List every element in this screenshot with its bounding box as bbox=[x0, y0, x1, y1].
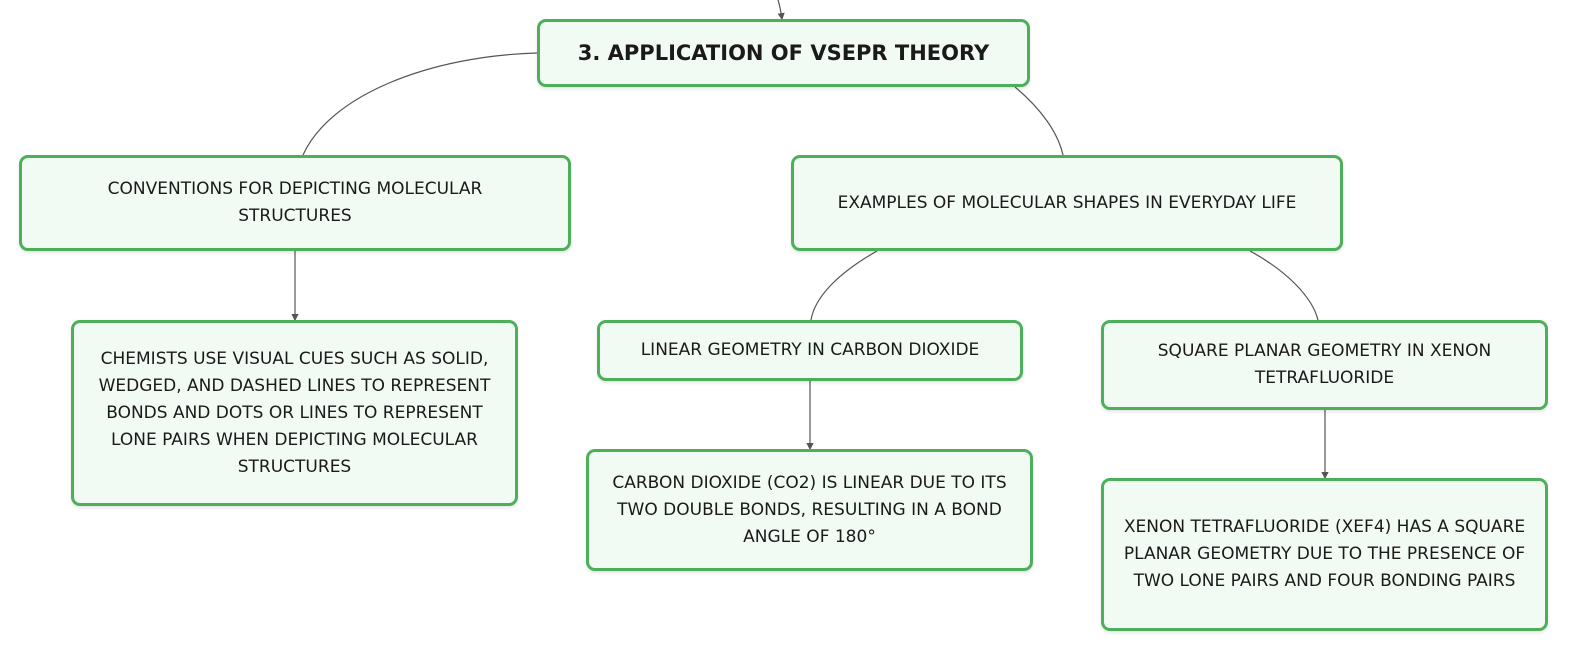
conventions-detail-node[interactable]: CHEMISTS USE VISUAL CUES SUCH AS SOLID, … bbox=[71, 320, 518, 506]
linear-geometry-node[interactable]: LINEAR GEOMETRY IN CARBON DIOXIDE bbox=[597, 320, 1023, 381]
square-planar-node-label: SQUARE PLANAR GEOMETRY IN XENON TETRAFLU… bbox=[1157, 341, 1492, 388]
linear-detail-node-label: CARBON DIOXIDE (CO2) IS LINEAR DUE TO IT… bbox=[612, 472, 1007, 547]
connector-incoming-root bbox=[777, 0, 785, 21]
connector-root-examples bbox=[1014, 86, 1064, 156]
square-planar-node[interactable]: SQUARE PLANAR GEOMETRY IN XENON TETRAFLU… bbox=[1101, 320, 1548, 410]
conventions-node-label: CONVENTIONS FOR DEPICTING MOLECULAR STRU… bbox=[107, 179, 483, 226]
connector-root-conventions bbox=[302, 52, 538, 156]
examples-node[interactable]: EXAMPLES OF MOLECULAR SHAPES IN EVERYDAY… bbox=[791, 155, 1343, 251]
examples-node-label: EXAMPLES OF MOLECULAR SHAPES IN EVERYDAY… bbox=[837, 192, 1297, 213]
square-planar-detail-node-label: XENON TETRAFLUORIDE (XEF4) HAS A SQUARE … bbox=[1123, 517, 1526, 591]
linear-geometry-node-label: LINEAR GEOMETRY IN CARBON DIOXIDE bbox=[640, 340, 980, 360]
conventions-detail-node-label: CHEMISTS USE VISUAL CUES SUCH AS SOLID, … bbox=[98, 348, 491, 477]
connector-examples-linear bbox=[810, 250, 878, 321]
root-node-label: 3. APPLICATION OF VSEPR THEORY bbox=[577, 40, 990, 65]
conventions-node[interactable]: CONVENTIONS FOR DEPICTING MOLECULAR STRU… bbox=[19, 155, 571, 251]
root-node[interactable]: 3. APPLICATION OF VSEPR THEORY bbox=[537, 19, 1030, 87]
linear-detail-node[interactable]: CARBON DIOXIDE (CO2) IS LINEAR DUE TO IT… bbox=[586, 449, 1033, 571]
square-planar-detail-node[interactable]: XENON TETRAFLUORIDE (XEF4) HAS A SQUARE … bbox=[1101, 478, 1548, 631]
connector-examples-square bbox=[1249, 250, 1319, 321]
